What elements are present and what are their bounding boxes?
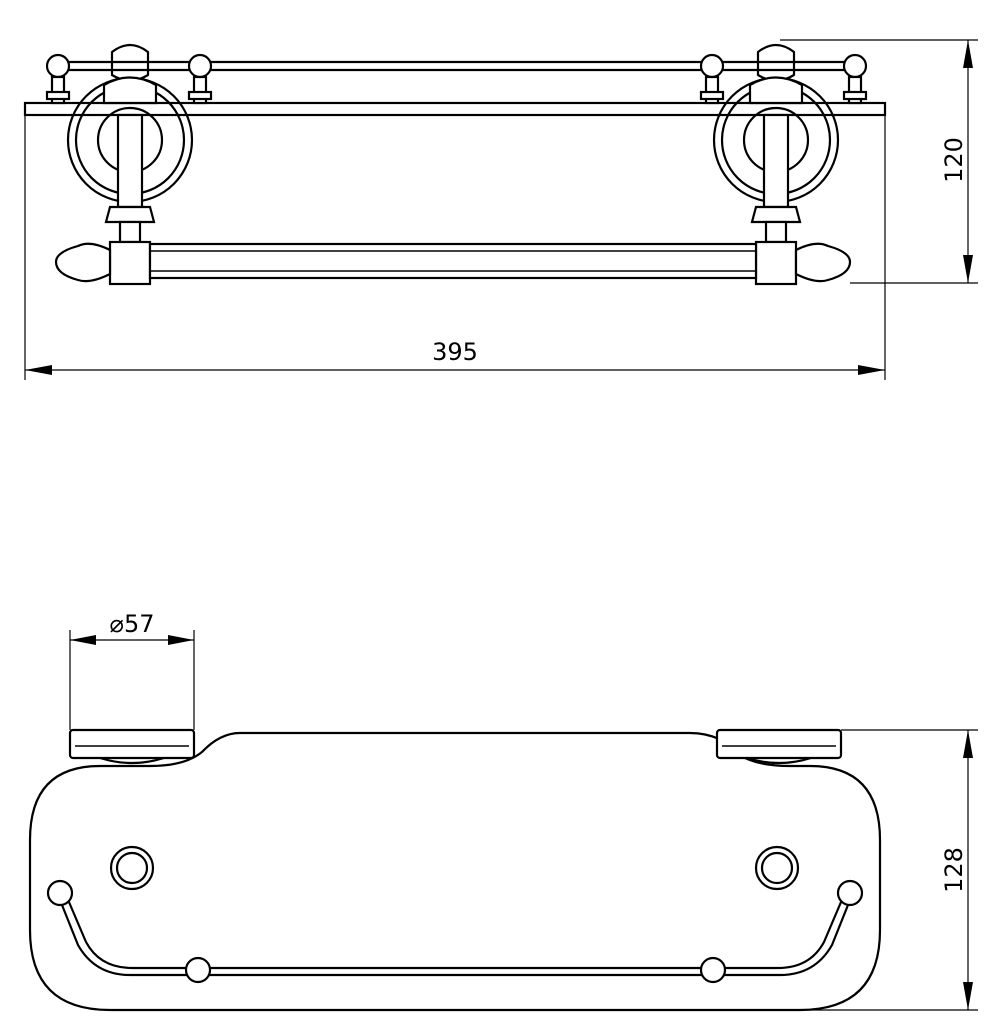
front-gallery-rail bbox=[56, 60, 857, 72]
front-glass-shelf bbox=[23, 101, 887, 117]
top-gallery-posts bbox=[46, 879, 864, 984]
dimension-width-label: 395 bbox=[432, 338, 478, 366]
dimension-depth: 128 bbox=[800, 729, 978, 1011]
dimension-diameter-label: ⌀57 bbox=[110, 610, 155, 638]
front-right-bracket bbox=[712, 43, 840, 286]
front-towel-bar bbox=[54, 242, 852, 283]
front-gallery-posts bbox=[45, 53, 868, 105]
dimension-height-front: 120 bbox=[780, 39, 978, 284]
front-view: 395 120 bbox=[23, 39, 978, 380]
dimension-width: 395 bbox=[24, 115, 886, 380]
top-left-mount bbox=[68, 728, 196, 765]
dimension-depth-label: 128 bbox=[940, 847, 968, 893]
top-right-mount bbox=[715, 728, 843, 765]
top-view: ⌀57 128 bbox=[28, 610, 978, 1012]
top-gallery-rail bbox=[56, 893, 854, 977]
dimension-height-front-label: 120 bbox=[940, 137, 968, 183]
dimension-diameter: ⌀57 bbox=[69, 610, 195, 730]
top-mounting-holes bbox=[109, 845, 800, 891]
